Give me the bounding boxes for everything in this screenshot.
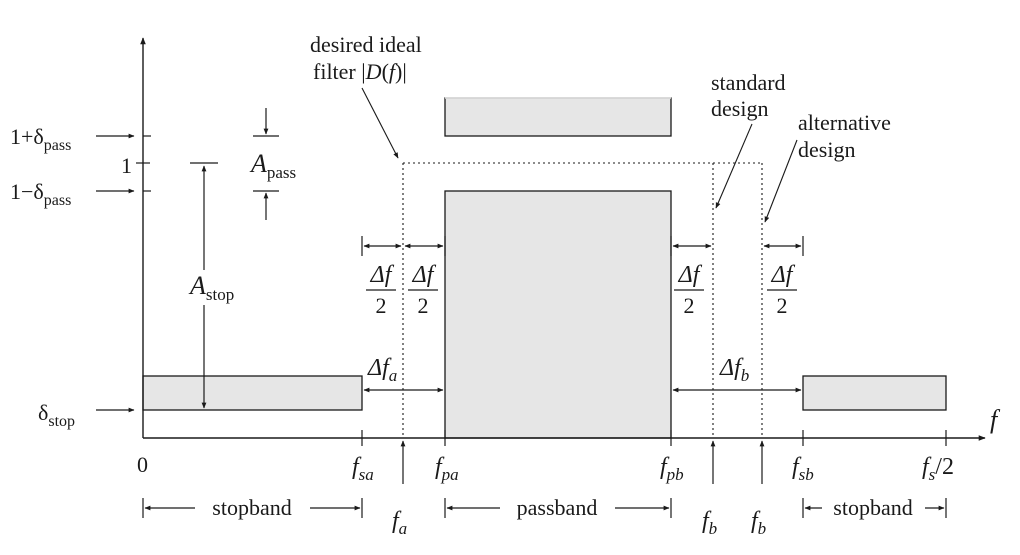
f-axis-label: f	[990, 405, 1001, 434]
fs-half-label: fs/2	[922, 454, 954, 484]
fpb-label: fpb	[660, 454, 684, 484]
left-axis-labels: 1+δpass 1 1−δpass δstop	[10, 124, 135, 430]
axes	[136, 37, 986, 446]
fsa-label: fsa	[352, 454, 374, 484]
fb-standard-label: fb	[702, 508, 717, 538]
filter-D-label: filter |D(f)|	[313, 59, 407, 84]
x-axis-labels: f 0 fsa fpa fpb fsb fs/2 fa fb fb	[137, 405, 1001, 538]
delta-half-arrows	[361, 236, 804, 256]
passband-region	[444, 190, 672, 439]
delta-stop-label: δstop	[38, 400, 75, 430]
top-annotations: desired ideal filter |D(f)| standard des…	[310, 32, 891, 223]
a-pass-label: Apass	[249, 149, 296, 182]
svg-text:Δf: Δf	[370, 262, 395, 288]
svg-text:2: 2	[777, 293, 788, 318]
alternative-design-label: design	[798, 137, 855, 162]
fa-label: fa	[392, 508, 407, 538]
passband-upper-region	[444, 97, 672, 137]
stopband-right-label: stopband	[833, 495, 912, 520]
delta-half-3: Δf 2	[674, 262, 704, 318]
alternative-label: alternative	[798, 110, 891, 135]
stopband-left-region	[142, 375, 363, 411]
dotted-lines	[402, 162, 763, 438]
svg-text:Δf: Δf	[412, 262, 437, 288]
transition-widths: Δfa Δfb	[363, 355, 802, 393]
delta-half-4: Δf 2	[767, 262, 797, 318]
svg-text:2: 2	[418, 293, 429, 318]
one-minus-delta-pass-label: 1−δpass	[10, 179, 71, 209]
delta-half-fractions: Δf 2 Δf 2 Δf 2 Δf 2	[366, 262, 797, 318]
passband-label: passband	[517, 495, 598, 520]
fsb-label: fsb	[792, 454, 814, 484]
standard-label: standard	[711, 70, 786, 95]
stopband-left-label: stopband	[212, 495, 291, 520]
one-plus-delta-pass-label: 1+δpass	[10, 124, 71, 154]
fb-alternative-label: fb	[751, 508, 766, 538]
standard-design-label: design	[711, 96, 768, 121]
fpa-label: fpa	[435, 454, 459, 484]
desired-ideal-label: desired ideal	[310, 32, 422, 57]
tolerance-regions	[142, 97, 947, 439]
a-stop-label: Astop	[188, 271, 234, 304]
a-stop-annotation: Astop	[188, 162, 234, 409]
delta-fb-label: Δfb	[719, 355, 749, 385]
band-labels	[142, 498, 947, 518]
zero-label: 0	[137, 452, 148, 477]
stopband-right-region	[802, 375, 947, 411]
svg-text:Δf: Δf	[771, 262, 796, 288]
delta-half-2: Δf 2	[408, 262, 438, 318]
a-pass-annotation: Apass	[249, 108, 296, 220]
delta-half-1: Δf 2	[366, 262, 396, 318]
delta-fa-label: Δfa	[367, 355, 397, 385]
svg-text:2: 2	[684, 293, 695, 318]
one-label: 1	[121, 153, 132, 178]
svg-text:2: 2	[376, 293, 387, 318]
svg-text:Δf: Δf	[678, 262, 703, 288]
